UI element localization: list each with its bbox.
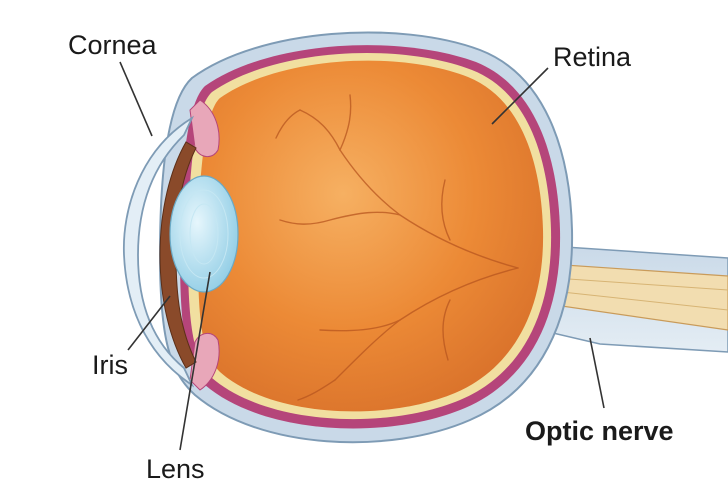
label-retina: Retina (553, 42, 632, 72)
label-iris: Iris (92, 350, 128, 380)
ciliary-body-top (189, 99, 220, 157)
optic-nerve-leader (589, 337, 605, 409)
vitreous-body (198, 60, 544, 412)
cornea (122, 115, 195, 388)
label-optic-nerve: Optic nerve (525, 416, 674, 446)
label-cornea: Cornea (68, 30, 157, 60)
leader-lines (119, 61, 605, 451)
iris-leader (127, 295, 171, 351)
lens-leader (179, 271, 211, 451)
retina-leader (491, 67, 549, 125)
cornea-leader (119, 61, 153, 137)
label-lens: Lens (146, 454, 205, 484)
retinal-vessels (275, 94, 519, 401)
lens (169, 175, 239, 293)
